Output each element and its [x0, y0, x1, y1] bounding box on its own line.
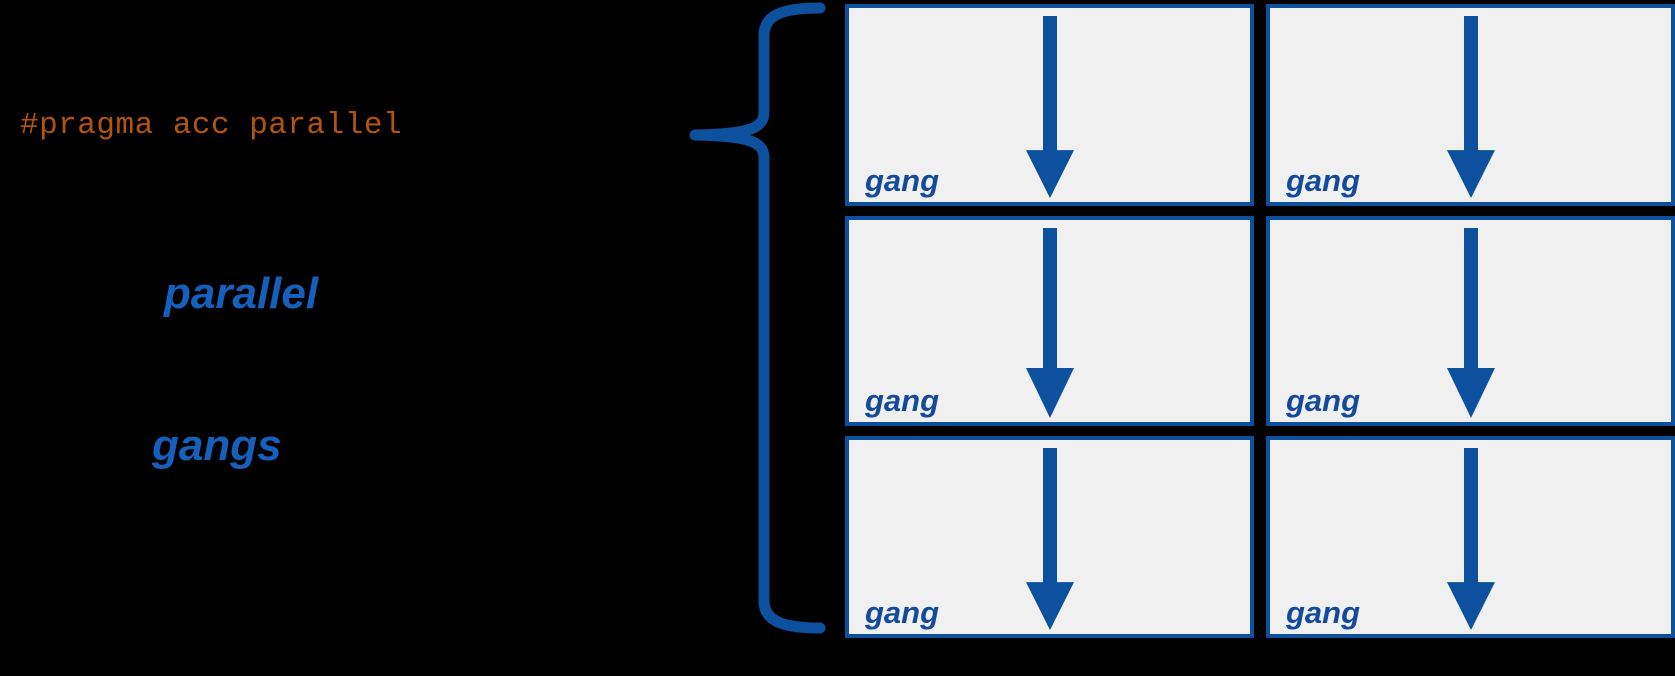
down-arrow-icon	[1025, 16, 1074, 198]
down-arrow-icon	[1025, 228, 1074, 418]
pragma-directive-text: #pragma acc parallel	[20, 108, 403, 143]
gang-label: gang	[865, 595, 940, 630]
gang-cell[interactable]: gang	[845, 4, 1254, 206]
gang-cell[interactable]: gang	[1266, 216, 1675, 426]
gang-label: gang	[1286, 163, 1361, 198]
gang-label: gang	[1286, 595, 1361, 630]
left-curly-brace-icon	[689, 2, 826, 634]
down-arrow-icon	[1025, 448, 1074, 630]
keyword-label-parallel: parallel	[164, 269, 319, 318]
gang-cell[interactable]: gang	[845, 216, 1254, 426]
keyword-label-gangs: gangs	[152, 421, 282, 470]
gang-cell[interactable]: gang	[1266, 4, 1675, 206]
brace-group	[680, 0, 840, 676]
down-arrow-icon	[1446, 448, 1495, 630]
gang-label: gang	[1286, 383, 1361, 418]
gang-label: gang	[865, 163, 940, 198]
down-arrow-icon	[1446, 228, 1495, 418]
gang-cell[interactable]: gang	[1266, 436, 1675, 638]
down-arrow-icon	[1446, 16, 1495, 198]
gang-grid: gang gang gang gang	[845, 4, 1675, 638]
gang-label: gang	[865, 383, 940, 418]
gang-cell[interactable]: gang	[845, 436, 1254, 638]
